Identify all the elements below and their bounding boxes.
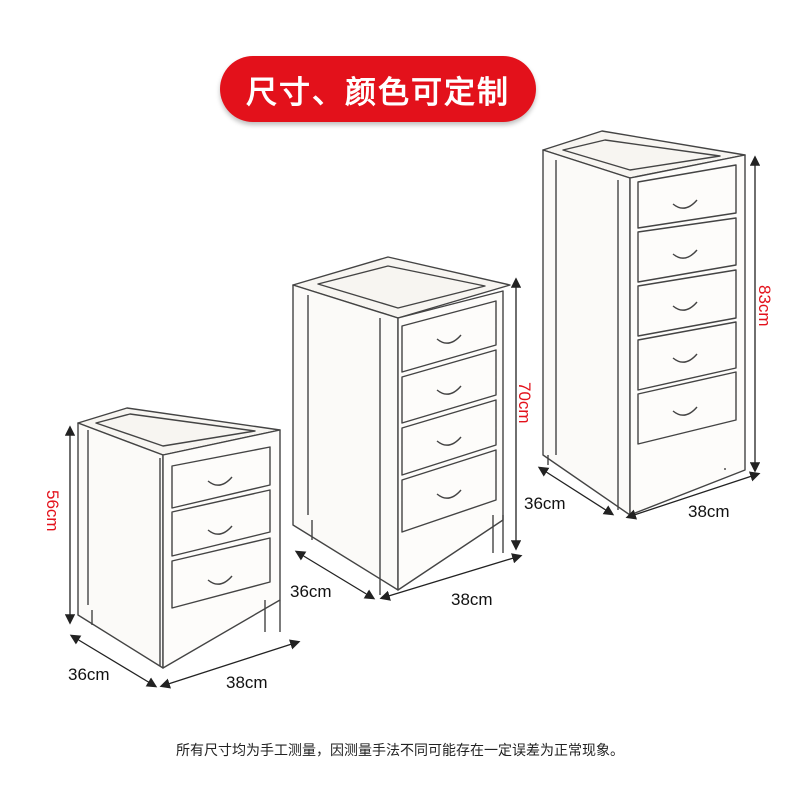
measurement-note: 所有尺寸均为手工测量，因测量手法不同可能存在一定误差为正常现象。 xyxy=(176,743,624,759)
medium-height-label: 70cm xyxy=(515,382,534,424)
customizable-banner: 尺寸、颜色可定制 xyxy=(220,56,536,122)
medium-depth-label: 36cm xyxy=(290,582,332,601)
large-height-label: 83cm xyxy=(755,285,774,327)
small-width-label: 38cm xyxy=(226,673,268,692)
large-depth-label: 36cm xyxy=(524,494,566,513)
small-height-label: 56cm xyxy=(43,490,62,532)
medium-width-label: 38cm xyxy=(451,590,493,609)
small-cabinet xyxy=(77,407,281,669)
large-cabinet xyxy=(542,130,746,516)
small-depth-label: 36cm xyxy=(68,665,110,684)
banner-text: 尺寸、颜色可定制 xyxy=(246,74,510,111)
large-width-label: 38cm xyxy=(688,502,730,521)
medium-cabinet xyxy=(292,256,511,595)
